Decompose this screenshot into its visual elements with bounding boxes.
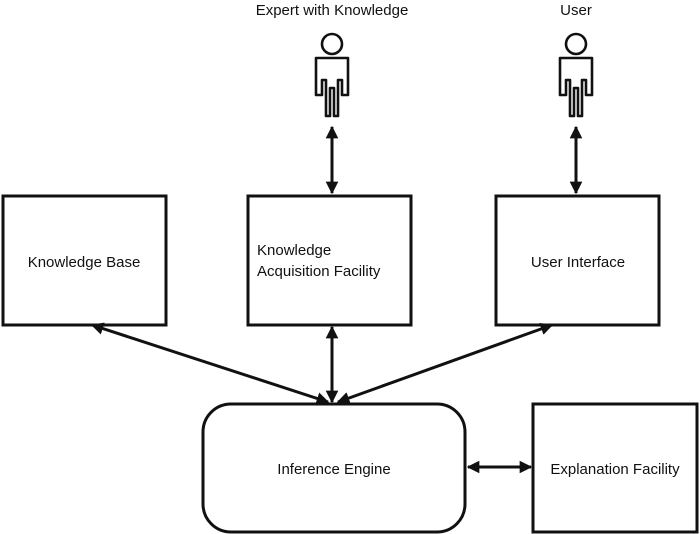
knowledge-base-box xyxy=(1,194,168,327)
knowledge-base-label: Knowledge Base xyxy=(28,254,141,271)
inference-engine-box xyxy=(201,402,467,534)
user-person-icon xyxy=(558,32,594,118)
explanation-facility-box xyxy=(531,402,699,534)
expert-person-icon xyxy=(314,32,350,118)
knowledge-base-engine-arrow xyxy=(90,322,330,405)
knowledge-acquisition-label-line2: Acquisition Facility xyxy=(257,263,381,280)
knowledge-acquisition-label-line1: Knowledge xyxy=(257,242,331,259)
knowledge-acquisition-box xyxy=(246,194,413,327)
explanation-facility-label: Explanation Facility xyxy=(550,461,680,478)
user-interface-box xyxy=(494,194,661,327)
inference-engine-label: Inference Engine xyxy=(277,461,390,478)
interface-engine-arrow xyxy=(336,322,554,405)
user-label: User xyxy=(560,2,592,19)
expert-label: Expert with Knowledge xyxy=(256,2,409,19)
user-interface-label: User Interface xyxy=(531,254,625,271)
